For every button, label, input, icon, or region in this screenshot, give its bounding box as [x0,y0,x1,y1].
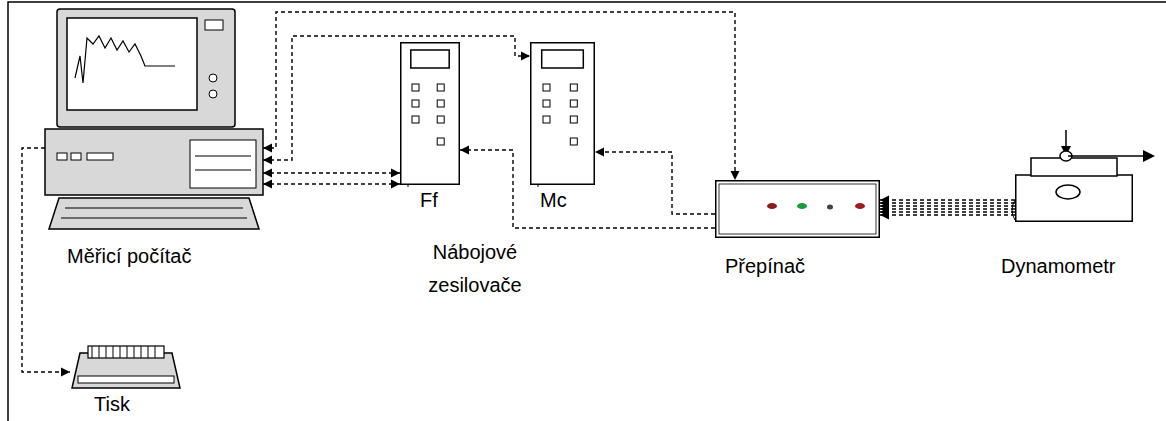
dashed-wire [263,12,735,180]
arrow-head [263,156,272,165]
printer: Tisk [70,345,182,390]
dashed-wire [263,36,530,160]
connector [263,36,530,165]
arrow-head [731,171,740,180]
dashed-wire [263,183,400,184]
connector [263,12,740,180]
dashed-wire [880,214,1015,215]
dashed-wire [880,208,1015,209]
arrow-head [61,368,70,377]
charge-amplifier: Mc [530,42,595,185]
computer: Měřicí počítač [45,8,263,230]
dashed-wire [880,199,1015,200]
connector [263,169,400,189]
node-label: Mc [540,188,567,212]
node-label: Měřicí počítač [67,244,191,268]
connector [880,196,1015,220]
arrow-head [521,52,530,61]
arrow-head [460,146,469,155]
dashed-wire [263,172,400,173]
dashed-wire [880,202,1015,203]
node-label: Dynamometr [1001,254,1115,278]
charge-amplifier-drawing [530,42,595,185]
arrow-head [595,148,604,157]
group-label: Nábojové zesilovače [405,236,545,302]
printer-drawing [70,345,182,390]
arrow-head [263,180,272,189]
switch-box: Přepínač [715,180,880,238]
dashed-wire [595,152,715,214]
node-label: Ff [420,188,438,212]
arrow-head [263,169,272,178]
connector [595,148,715,215]
computer-drawing [45,8,263,230]
dynamometer: Dynamometr [1015,130,1133,222]
dashed-wire [880,211,1015,212]
node-label: Tisk [94,392,130,416]
frame-line [8,2,1166,421]
charge-amplifier: Ff [400,42,460,185]
charge-amplifier-drawing [400,42,460,185]
switch-box-drawing [715,180,880,238]
dynamometer-drawing [1015,130,1133,222]
node-label: Přepínač [725,254,805,278]
arrow-head [391,169,400,178]
dashed-wire [880,205,1015,206]
arrow-head [263,144,272,153]
arrow-head [880,211,889,220]
arrow-head [391,180,400,189]
